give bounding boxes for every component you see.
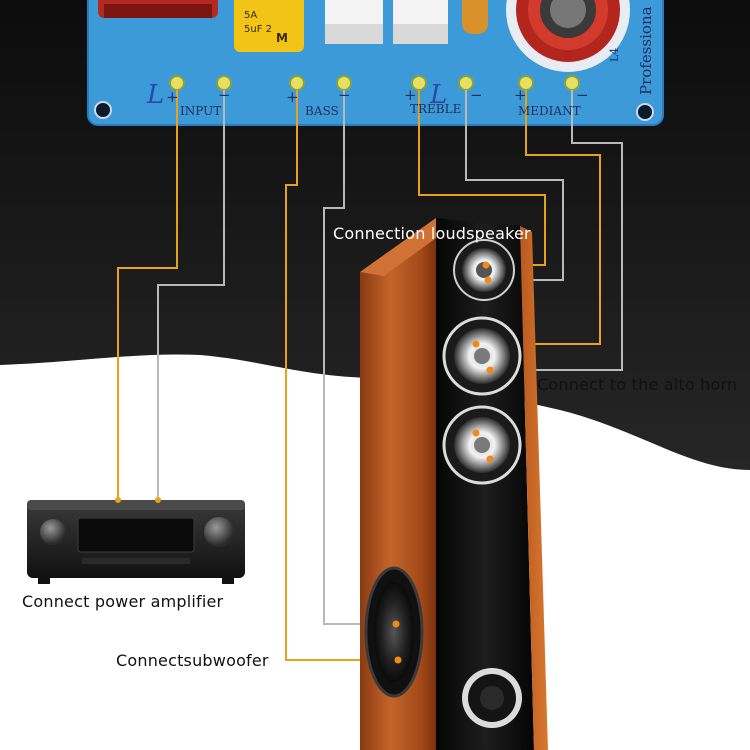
callout-amplifier: Connect power amplifier (22, 592, 224, 611)
channel-label-right: L (430, 80, 448, 110)
treble-terminal-label: TREBLE (410, 102, 462, 116)
bass-terminal-label: BASS (305, 104, 339, 118)
treble-minus-sign: − (470, 86, 483, 104)
svg-text:5A: 5A (244, 10, 257, 21)
mediant-plus-sign: + (514, 86, 527, 104)
bass-plus-sign: + (286, 88, 299, 106)
board-brand-text: Professiona (637, 6, 655, 95)
wires (117, 90, 623, 661)
tower-speaker (360, 218, 548, 750)
svg-text:5uF 2: 5uF 2 (244, 24, 272, 35)
mediant-minus-sign: − (576, 86, 589, 104)
tweeter (453, 239, 515, 301)
bass-port (462, 668, 522, 728)
treble-plus-sign: + (404, 86, 417, 104)
midrange-driver-lower (442, 405, 522, 485)
midrange-driver-upper (442, 316, 522, 396)
crossover-board: 5A 5uF 2 M (87, 0, 664, 126)
component-label: L4 (608, 47, 621, 62)
bass-minus-sign: − (338, 86, 351, 104)
mediant-terminal-label: MEDIANT (518, 104, 581, 118)
subwoofer-driver (364, 566, 424, 698)
power-amplifier (27, 497, 245, 584)
svg-text:M: M (276, 31, 288, 45)
callout-loudspeaker: Connection loudspeaker (333, 224, 531, 243)
input-terminal-label: INPUT (180, 104, 222, 118)
callout-alto-horn: Connect to the alto horn (537, 375, 738, 394)
connection-dots (392, 261, 494, 664)
input-plus-sign: + (166, 88, 179, 106)
channel-label-left: L (147, 80, 165, 110)
input-minus-sign: − (218, 86, 231, 104)
callout-subwoofer: Connectsubwoofer (116, 651, 269, 670)
